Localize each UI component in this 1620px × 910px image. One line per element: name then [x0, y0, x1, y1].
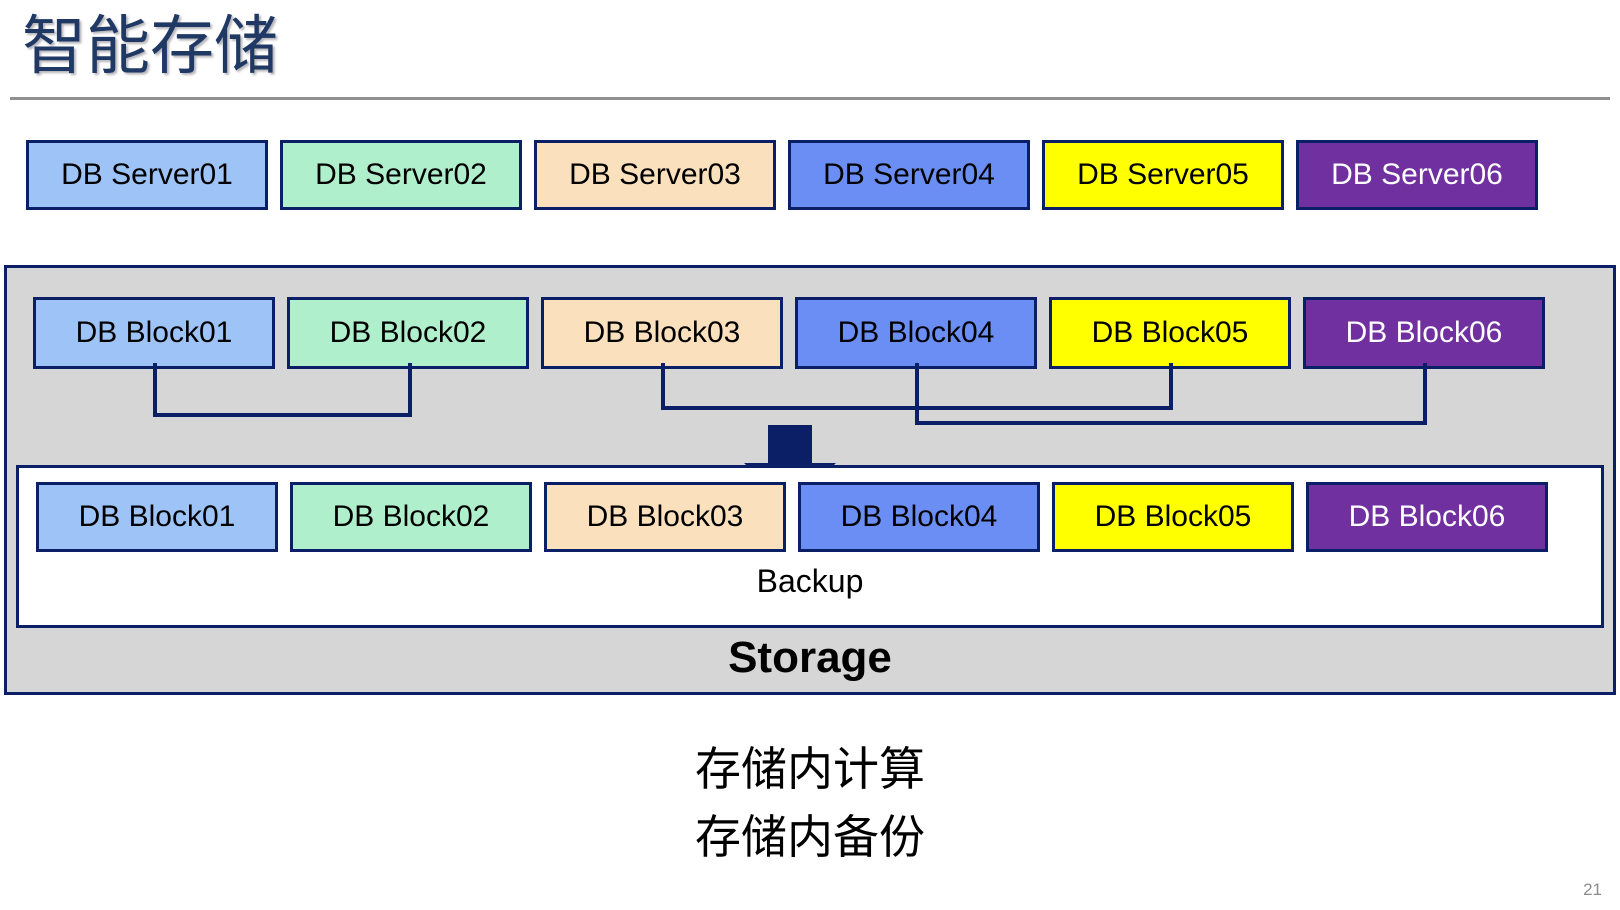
caption-line-2: 存储内备份	[695, 811, 925, 863]
db-backup-block-box-4[interactable]: DB Block04	[798, 482, 1040, 552]
db-block-box-1[interactable]: DB Block01	[33, 297, 275, 369]
slide-caption: 存储内计算存储内备份	[0, 735, 1620, 871]
db-block-box-3[interactable]: DB Block03	[541, 297, 783, 369]
db-backup-block-box-3[interactable]: DB Block03	[544, 482, 786, 552]
db-server-box-label: DB Server04	[823, 158, 995, 191]
db-block-box-5[interactable]: DB Block05	[1049, 297, 1291, 369]
connector-path-1	[153, 363, 412, 417]
storage-container: DB Block01 DB Block02 DB Block03 DB Block04…	[4, 265, 1616, 695]
backup-label: Backup	[756, 563, 864, 599]
backup-block-row: DB Block01 DB Block02 DB Block03 DB Block04…	[10, 482, 1616, 552]
db-backup-block-box-6[interactable]: DB Block06	[1306, 482, 1548, 552]
db-server-box-label: DB Server01	[61, 158, 233, 191]
db-server-box-3[interactable]: DB Server03	[534, 140, 776, 210]
db-server-box-4[interactable]: DB Server04	[788, 140, 1030, 210]
connector-path-3	[915, 363, 1427, 425]
db-backup-block-box-label: DB Block06	[1348, 500, 1506, 533]
title-divider	[10, 97, 1610, 100]
db-backup-block-box-1[interactable]: DB Block01	[36, 482, 278, 552]
db-block-box-label: DB Block06	[1345, 316, 1503, 349]
db-block-box-4[interactable]: DB Block04	[795, 297, 1037, 369]
db-block-box-label: DB Block01	[75, 316, 233, 349]
page-title: 智能存储	[22, 10, 278, 82]
db-backup-block-box-label: DB Block04	[840, 500, 998, 533]
db-server-box-label: DB Server06	[1331, 158, 1503, 191]
db-server-box-label: DB Server05	[1077, 158, 1249, 191]
db-backup-block-box-2[interactable]: DB Block02	[290, 482, 532, 552]
db-server-box-label: DB Server02	[315, 158, 487, 191]
db-server-box-2[interactable]: DB Server02	[280, 140, 522, 210]
db-server-box-label: DB Server03	[569, 158, 741, 191]
db-backup-block-box-5[interactable]: DB Block05	[1052, 482, 1294, 552]
db-block-box-label: DB Block05	[1091, 316, 1249, 349]
db-block-box-label: DB Block03	[583, 316, 741, 349]
caption-line-1: 存储内计算	[695, 743, 925, 795]
db-block-box-label: DB Block04	[837, 316, 995, 349]
backup-panel: DB Block01 DB Block02 DB Block03 DB Block04…	[16, 465, 1604, 628]
db-server-row: DB Server01 DB Server02 DB Server03 DB Serv…	[0, 140, 1620, 210]
live-block-row: DB Block01 DB Block02 DB Block03 DB Block04…	[7, 297, 1613, 369]
db-block-box-2[interactable]: DB Block02	[287, 297, 529, 369]
db-block-box-6[interactable]: DB Block06	[1303, 297, 1545, 369]
db-backup-block-box-label: DB Block02	[332, 500, 490, 533]
db-backup-block-box-label: DB Block03	[586, 500, 744, 533]
storage-label: Storage	[728, 633, 892, 682]
page-number: 21	[1583, 880, 1602, 899]
db-backup-block-box-label: DB Block01	[78, 500, 236, 533]
db-server-box-5[interactable]: DB Server05	[1042, 140, 1284, 210]
db-block-box-label: DB Block02	[329, 316, 487, 349]
db-server-box-1[interactable]: DB Server01	[26, 140, 268, 210]
db-server-box-6[interactable]: DB Server06	[1296, 140, 1538, 210]
db-backup-block-box-label: DB Block05	[1094, 500, 1252, 533]
